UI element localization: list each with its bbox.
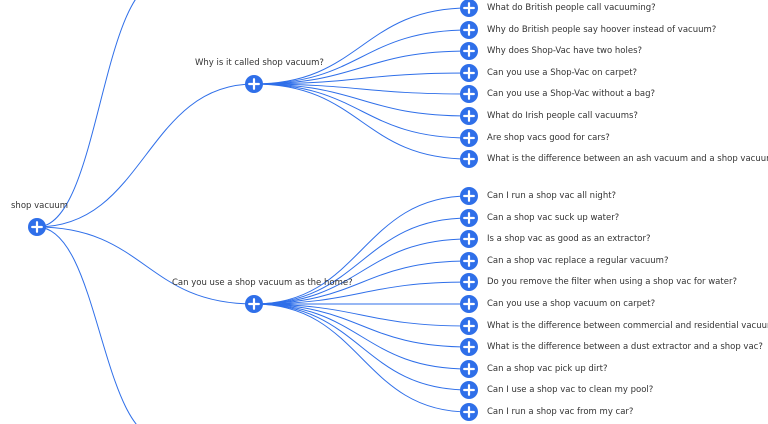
question-expand-button[interactable] [460, 381, 478, 399]
question-label: Can you use a Shop-Vac on carpet? [487, 68, 638, 78]
connector-line [253, 303, 470, 370]
connector-line [36, 0, 136, 228]
question-label: Is a shop vac as good as an extractor? [487, 234, 651, 244]
question-label: Can a shop vac pick up dirt? [487, 364, 608, 374]
plus-circle-icon [460, 42, 478, 60]
question-label: Can you use a Shop-Vac without a bag? [487, 89, 655, 99]
plus-circle-icon [460, 209, 478, 227]
plus-circle-icon [245, 295, 263, 313]
plus-circle-icon [460, 273, 478, 291]
plus-circle-icon [460, 150, 478, 168]
plus-circle-icon [460, 381, 478, 399]
connector-line [253, 303, 470, 413]
connector-line [253, 50, 470, 85]
question-expand-button[interactable] [460, 21, 478, 39]
question-expand-button[interactable] [460, 317, 478, 335]
plus-circle-icon [460, 21, 478, 39]
question-expand-button[interactable] [460, 360, 478, 378]
question-expand-button[interactable] [460, 64, 478, 82]
connector-line [253, 83, 470, 117]
connector-line [253, 281, 470, 305]
question-label: What do Irish people call vacuums? [487, 111, 638, 121]
plus-circle-icon [460, 187, 478, 205]
plus-circle-icon [460, 107, 478, 125]
connector-line [253, 83, 470, 160]
connector-line [36, 226, 137, 424]
connector-line [253, 195, 470, 305]
root-expand-button[interactable] [28, 218, 46, 236]
connector-line [253, 303, 470, 327]
question-label: Why do British people say hoover instead… [487, 25, 717, 35]
root-label: shop vacuum [11, 201, 69, 211]
connector-line [253, 83, 470, 139]
connector-line [253, 260, 470, 305]
question-expand-button[interactable] [460, 129, 478, 147]
plus-circle-icon [460, 295, 478, 313]
question-label: Do you remove the filter when using a sh… [487, 277, 737, 287]
question-expand-button[interactable] [460, 0, 478, 17]
connector-lines [36, 0, 470, 424]
connector-line [253, 29, 470, 85]
question-label: Can I use a shop vac to clean my pool? [487, 385, 654, 395]
plus-circle-icon [245, 75, 263, 93]
question-label: What is the difference between a dust ex… [487, 342, 763, 352]
branch-expand-button[interactable] [245, 295, 263, 313]
question-expand-button[interactable] [460, 273, 478, 291]
connector-line [253, 83, 470, 95]
plus-circle-icon [460, 338, 478, 356]
connector-line [253, 72, 470, 85]
plus-circle-icon [460, 317, 478, 335]
branch-label: Can you use a shop vacuum as the home? [172, 278, 353, 288]
branch-label: Why is it called shop vacuum? [195, 58, 324, 68]
question-label: Can I run a shop vac all night? [487, 191, 617, 201]
question-label: What is the difference between an ash va… [487, 154, 768, 164]
question-expand-button[interactable] [460, 209, 478, 227]
connector-line [253, 217, 470, 305]
question-label: What do British people call vacuuming? [487, 3, 656, 13]
question-expand-button[interactable] [460, 252, 478, 270]
connector-line [253, 303, 470, 348]
plus-circle-icon [460, 403, 478, 421]
question-expand-button[interactable] [460, 230, 478, 248]
question-label: What is the difference between commercia… [487, 321, 768, 331]
branch-expand-button[interactable] [245, 75, 263, 93]
question-expand-button[interactable] [460, 107, 478, 125]
question-label: Why does Shop-Vac have two holes? [487, 46, 643, 56]
question-label: Can a shop vac replace a regular vacuum? [487, 256, 669, 266]
connector-line [253, 238, 470, 305]
question-label: Are shop vacs good for cars? [487, 133, 610, 143]
question-label: Can a shop vac suck up water? [487, 213, 620, 223]
plus-circle-icon [460, 64, 478, 82]
question-expand-button[interactable] [460, 85, 478, 103]
connector-line [253, 303, 470, 391]
question-expand-button[interactable] [460, 150, 478, 168]
connector-line [36, 226, 255, 305]
plus-circle-icon [460, 85, 478, 103]
question-expand-button[interactable] [460, 403, 478, 421]
question-label: Can I run a shop vac from my car? [487, 407, 634, 417]
plus-circle-icon [460, 0, 478, 17]
plus-circle-icon [460, 230, 478, 248]
plus-circle-icon [28, 218, 46, 236]
plus-circle-icon [460, 360, 478, 378]
question-expand-button[interactable] [460, 42, 478, 60]
question-label: Can you use a shop vacuum on carpet? [487, 299, 656, 309]
question-expand-button[interactable] [460, 338, 478, 356]
question-expand-button[interactable] [460, 187, 478, 205]
plus-circle-icon [460, 252, 478, 270]
connector-line [36, 83, 255, 228]
plus-circle-icon [460, 129, 478, 147]
question-expand-button[interactable] [460, 295, 478, 313]
connector-line [253, 7, 470, 85]
